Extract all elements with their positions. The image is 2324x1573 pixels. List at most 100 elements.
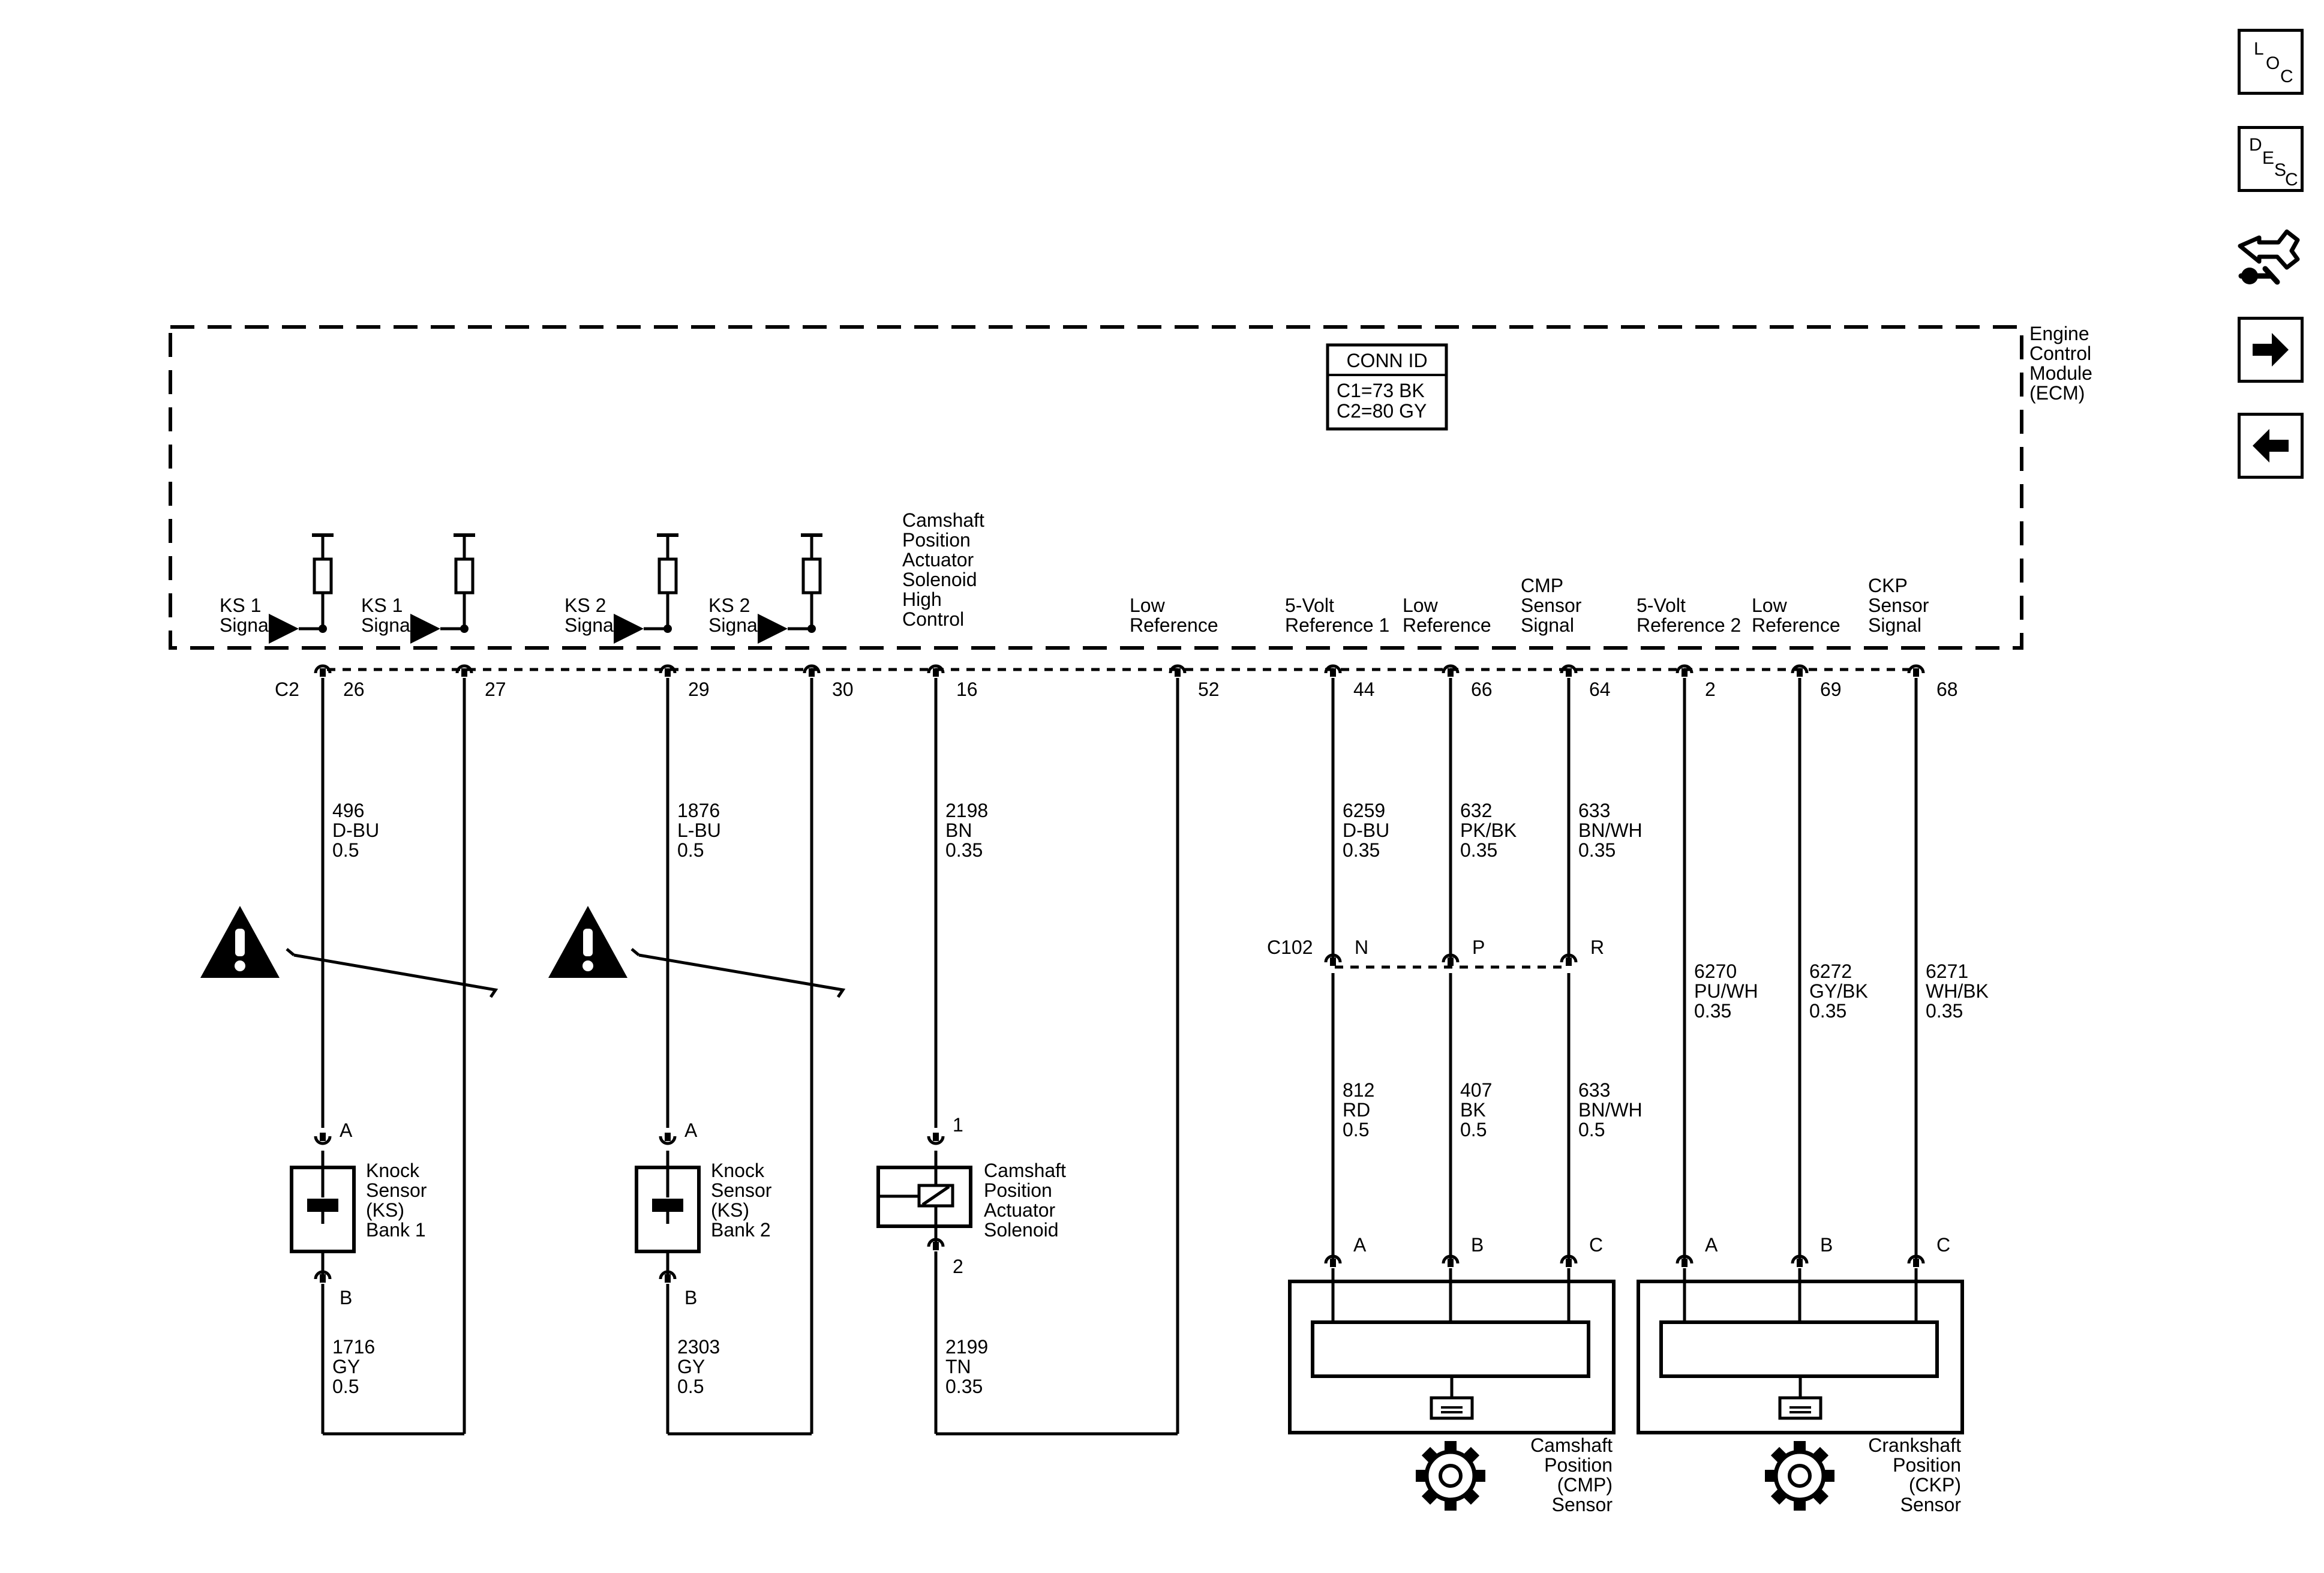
- pin-label: B: [1820, 1234, 1833, 1256]
- solenoid-terminal-2: [927, 1238, 945, 1247]
- gear-icon: [1765, 1441, 1834, 1511]
- terminal-pin: [1797, 668, 1803, 677]
- previous-page-button[interactable]: [2238, 413, 2304, 479]
- terminal-pin: [809, 668, 815, 677]
- c102-label: C102: [1267, 936, 1313, 958]
- pullup-resistor: [313, 557, 333, 595]
- pin-number: 69: [1820, 679, 1842, 700]
- gear-hub: [1439, 1464, 1463, 1488]
- pullup-resistor: [657, 557, 678, 595]
- connector-label-c2: C2: [275, 679, 299, 700]
- terminal-pin: [1913, 1259, 1919, 1267]
- sensor-terminal-a: [659, 1136, 677, 1145]
- warning-mark: [583, 929, 593, 956]
- pin-label: 1: [953, 1114, 963, 1136]
- ecm-terminal: [659, 664, 677, 674]
- c102-terminal: [1442, 953, 1460, 963]
- pin-label: C: [1936, 1234, 1950, 1256]
- next-page-button[interactable]: [2238, 317, 2304, 383]
- location-button[interactable]: L O C: [2238, 29, 2304, 95]
- terminal-pin: [461, 668, 467, 677]
- sensor-housing: [1637, 1280, 1964, 1434]
- pin-number: 68: [1936, 679, 1958, 700]
- terminal-pin: [1448, 1259, 1454, 1267]
- warning-dot: [582, 960, 593, 971]
- terminal-pin: [1175, 668, 1181, 677]
- pin-number: 44: [1353, 679, 1375, 700]
- pin-label: B: [1471, 1234, 1484, 1256]
- description-button[interactable]: D E S C: [2238, 126, 2304, 192]
- c102-terminal: [1324, 953, 1342, 963]
- terminal-pin: [1566, 1259, 1572, 1267]
- arrow-left-icon: [2253, 429, 2289, 463]
- terminal-pin: [1566, 668, 1572, 677]
- solenoid-terminal-1: [927, 1136, 945, 1145]
- pin-number: 64: [1589, 679, 1611, 700]
- terminal-pin: [320, 1274, 326, 1283]
- module-frame: Engine Control Module (ECM) CONN ID C1=7…: [169, 323, 2092, 969]
- terminal-pin: [320, 1133, 326, 1141]
- pin-label: A: [1705, 1234, 1718, 1256]
- terminal-pin: [320, 668, 326, 677]
- conn-id-line: C1=73 BK: [1337, 380, 1425, 401]
- shield-break: [630, 948, 846, 998]
- conn-id-line: C2=80 GY: [1337, 400, 1427, 422]
- nav-letter: S: [2274, 160, 2287, 180]
- pin-number: 26: [343, 679, 365, 700]
- gear-hub: [1788, 1464, 1812, 1488]
- warning-dot: [235, 960, 245, 971]
- terminal-pin: [1330, 957, 1336, 966]
- terminal-pin: [1682, 1259, 1688, 1267]
- ecm-boundary: [169, 325, 2023, 650]
- conn-id-title: CONN ID: [1346, 350, 1427, 371]
- pin-label: C: [1589, 1234, 1603, 1256]
- magnetic-sensor-icon: [1430, 1396, 1474, 1420]
- sensor-terminal-b: [659, 1270, 677, 1280]
- pin-number: 2: [1705, 679, 1716, 700]
- pullup-resistor: [801, 557, 822, 595]
- pin-number: 30: [832, 679, 854, 700]
- nav-letter: C: [2285, 170, 2298, 190]
- terminal-pin: [665, 1274, 671, 1283]
- solenoid-coil-slash: [921, 1185, 950, 1206]
- ecm-terminal: [927, 664, 945, 674]
- ecm-terminal: [314, 664, 332, 674]
- warning-mark: [235, 929, 245, 956]
- sensor-terminal: [1791, 1254, 1809, 1264]
- terminal-pin: [933, 1133, 939, 1141]
- pin-label: A: [340, 1119, 353, 1141]
- nav-letter: D: [2249, 135, 2262, 155]
- sensor-terminal: [1907, 1254, 1925, 1264]
- terminal-pin: [1330, 668, 1336, 677]
- nav-letter: O: [2266, 53, 2280, 73]
- sensor-housing: [1288, 1280, 1616, 1434]
- pin-number: 29: [688, 679, 710, 700]
- nav-letter: L: [2254, 39, 2264, 59]
- nav-letter: C: [2280, 67, 2293, 86]
- connector-wrench-icon[interactable]: [2235, 217, 2307, 289]
- terminal-pin: [1566, 957, 1572, 966]
- sensor-terminal-a: [314, 1136, 332, 1145]
- terminal-pin: [933, 668, 939, 677]
